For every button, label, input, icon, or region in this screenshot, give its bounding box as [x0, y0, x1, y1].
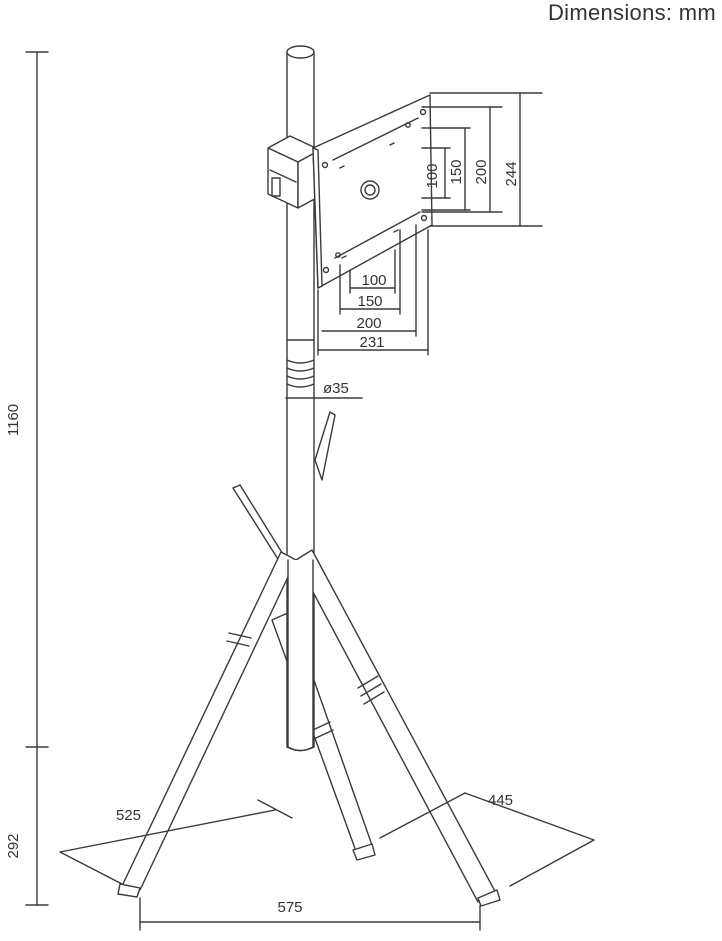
plate-vertical-dimensions: 100 150 200 244: [421, 92, 543, 227]
total-height-label: 1160: [5, 404, 22, 436]
leg-front-right-label: 445: [488, 792, 513, 809]
plate-v-200: 200: [473, 159, 490, 184]
plate-h-231: 231: [359, 334, 384, 351]
leg-spread-width-label: 575: [277, 899, 302, 916]
left-leg: [117, 484, 297, 898]
units-label: Dimensions: mm: [547, 0, 716, 25]
pole-diameter-callout: ø35: [285, 380, 363, 399]
pole-clamp: [267, 135, 321, 209]
vesa-plate: [312, 94, 433, 289]
plate-v-150: 150: [448, 159, 465, 184]
plate-v-100: 100: [424, 163, 441, 188]
height-dimension: 1160 292: [5, 51, 49, 906]
plate-horizontal-dimensions: 100 150 200 231: [317, 224, 429, 356]
pole-diameter-label: ø35: [323, 380, 349, 397]
plate-h-200: 200: [356, 315, 381, 332]
base-height-label: 292: [5, 833, 22, 858]
plate-h-150: 150: [357, 293, 382, 310]
pole-lower: [287, 559, 314, 752]
leg-front-left-label: 525: [116, 807, 141, 824]
plate-v-244: 244: [503, 161, 520, 186]
right-leg: [295, 411, 501, 907]
base-footprint-dimensions: 525 445 575: [59, 792, 595, 931]
plate-h-100: 100: [361, 272, 386, 289]
